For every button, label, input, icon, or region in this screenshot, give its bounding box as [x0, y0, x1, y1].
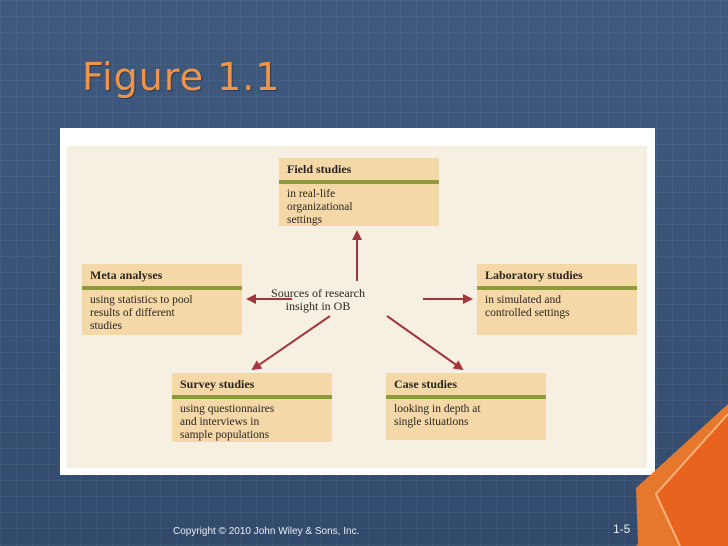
- box-title: Field studies: [287, 162, 352, 176]
- box-title: Meta analyses: [90, 268, 163, 282]
- center-label: Sources of research insight in OB: [228, 287, 408, 313]
- box-survey-studies: Survey studies using questionnaires and …: [172, 373, 332, 442]
- box-line: and interviews in: [180, 416, 260, 428]
- arrow-to-survey: [251, 315, 331, 371]
- box-line: using questionnaires: [180, 403, 275, 415]
- copyright-footer: Copyright © 2010 John Wiley & Sons, Inc.: [173, 526, 360, 537]
- box-rule: [82, 286, 242, 290]
- box-title: Case studies: [394, 377, 458, 391]
- center-label-line1: Sources of research: [271, 286, 365, 300]
- box-rule: [477, 286, 637, 290]
- box-line: looking in depth at: [394, 403, 481, 415]
- center-label-line2: insight in OB: [285, 299, 351, 313]
- box-laboratory-studies: Laboratory studies in simulated and cont…: [477, 264, 637, 335]
- page-number: 1-5: [613, 522, 631, 536]
- box-rule: [386, 395, 546, 399]
- box-field-studies: Field studies in real-life organizationa…: [279, 158, 439, 226]
- box-meta-analyses: Meta analyses using statistics to pool r…: [82, 264, 242, 335]
- box-line: controlled settings: [485, 307, 570, 319]
- arrow-to-case: [386, 315, 464, 371]
- box-case-studies: Case studies looking in depth at single …: [386, 373, 546, 440]
- box-title: Survey studies: [180, 377, 255, 391]
- box-rule: [172, 395, 332, 399]
- box-line: studies: [90, 320, 122, 332]
- corner-accent-shape: [636, 404, 728, 546]
- box-line: in real-life: [287, 188, 336, 200]
- slide-title: Figure 1.1: [82, 55, 281, 99]
- box-line: in simulated and: [485, 294, 562, 306]
- box-title: Laboratory studies: [485, 268, 583, 282]
- box-line: settings: [287, 214, 323, 226]
- box-line: results of different: [90, 307, 175, 319]
- box-line: sample populations: [180, 429, 270, 441]
- box-line: single situations: [394, 416, 469, 428]
- box-line: using statistics to pool: [90, 294, 193, 306]
- box-line: organizational: [287, 201, 353, 213]
- box-rule: [279, 180, 439, 184]
